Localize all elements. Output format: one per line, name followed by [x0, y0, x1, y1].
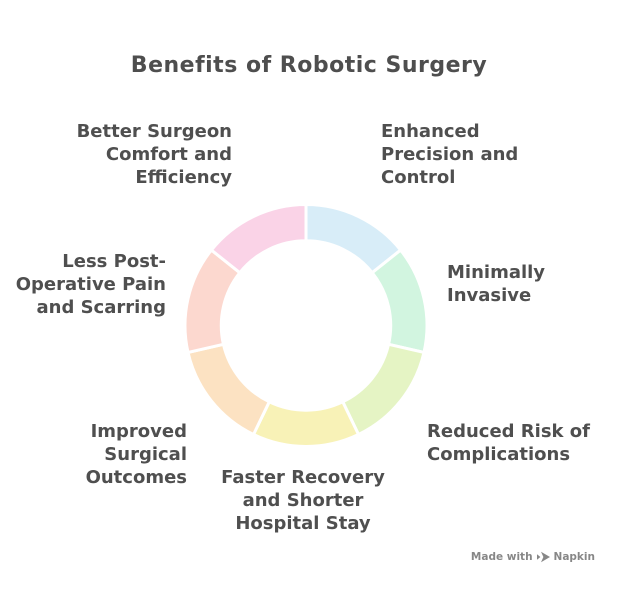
- donut-segment-2: [341, 342, 426, 437]
- segment-label-faster-recovery: Faster Recovery and Shorter Hospital Sta…: [221, 467, 385, 534]
- donut-segment-4: [186, 342, 271, 437]
- napkin-pen-icon: [536, 551, 550, 563]
- segment-label-better-surgeon-comfort: Better Surgeon Comfort and Efficiency: [76, 121, 232, 188]
- watermark-prefix: Made with: [470, 551, 533, 563]
- page-title: Benefits of Robotic Surgery: [130, 53, 488, 78]
- segment-label-enhanced-precision-and-control: Enhanced Precision and Control: [381, 121, 519, 188]
- segment-label-minimally-invasive: Minimally Invasive: [447, 262, 546, 306]
- donut-segment-1: [370, 248, 429, 354]
- donut-segment-6: [209, 203, 308, 275]
- segment-label-improved-surgical-outcomes: Improved Surgical Outcomes: [85, 421, 187, 488]
- donut-segment-3: [252, 400, 360, 449]
- segment-label-reduced-risk-of-complications: Reduced Risk of Complications: [427, 421, 590, 465]
- napkin-watermark-link[interactable]: Made with Napkin: [471, 551, 595, 563]
- watermark-brand: Napkin: [553, 551, 595, 563]
- segment-label-less-post-operative-pain: Less Post- Operative Pain and Scarring: [15, 251, 166, 318]
